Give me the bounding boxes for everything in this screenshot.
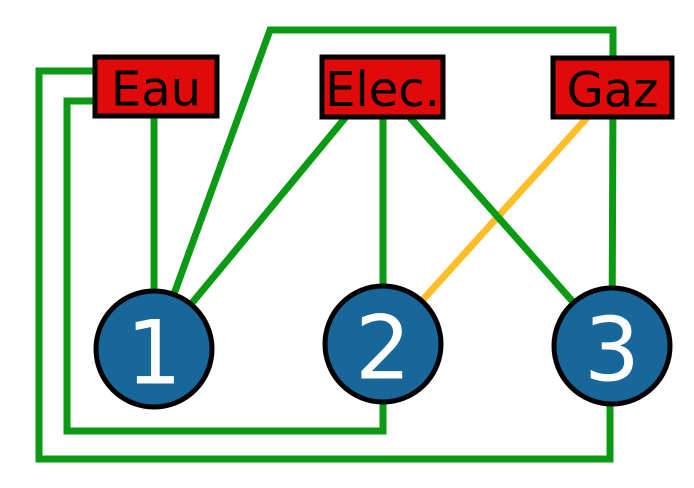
house-circle-2 xyxy=(322,283,444,405)
utility-label-elec: Elec. xyxy=(325,62,440,118)
utility-label-gaz: Gaz xyxy=(567,63,659,119)
house-nodes-layer: 1 2 3 xyxy=(93,283,673,410)
edge-eau-3 xyxy=(35,67,614,463)
house-circle-1 xyxy=(93,288,215,410)
utility-label-eau: Eau xyxy=(111,62,201,118)
house-circle-3 xyxy=(551,285,673,407)
edges-layer xyxy=(35,26,617,463)
utility-boxes-layer: Eau Elec. Gaz xyxy=(92,54,675,120)
house-node-2: 2 xyxy=(322,283,444,405)
utility-box-eau xyxy=(92,54,220,119)
house-node-1: 1 xyxy=(93,288,215,410)
utility-box-elec xyxy=(319,54,446,120)
utility-node-gaz: Gaz xyxy=(550,55,675,120)
house-label-3: 3 xyxy=(584,299,640,402)
utility-node-elec: Elec. xyxy=(319,54,446,120)
house-label-2: 2 xyxy=(355,297,411,400)
house-node-3: 3 xyxy=(551,285,673,407)
utility-node-eau: Eau xyxy=(92,54,220,119)
house-label-1: 1 xyxy=(126,302,182,405)
utility-box-gaz xyxy=(550,55,675,120)
